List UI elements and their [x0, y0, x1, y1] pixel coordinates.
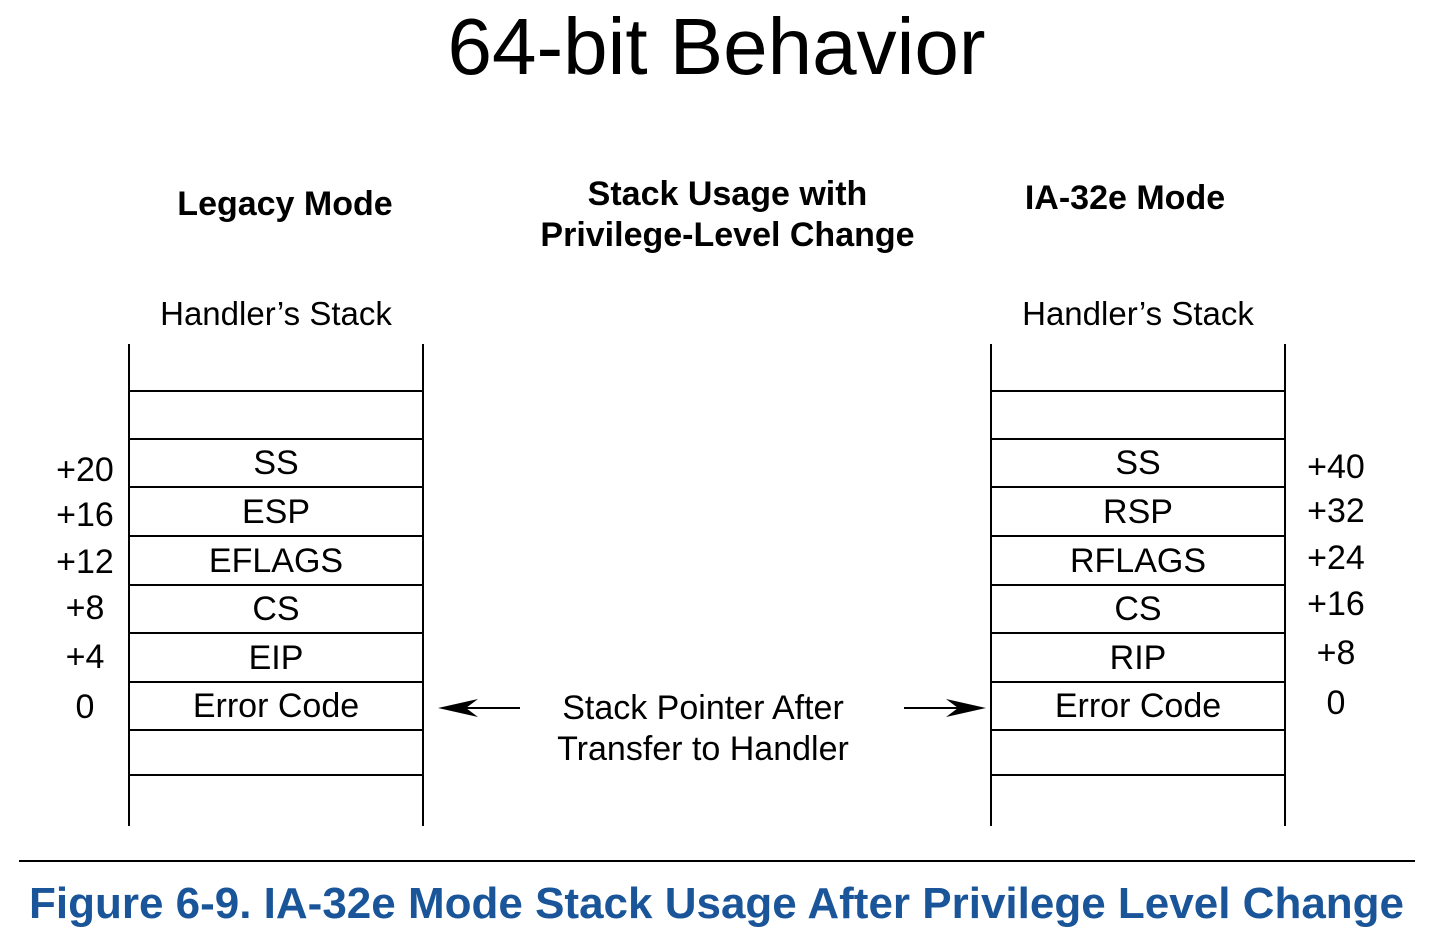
left-stack-cell-ss: SS: [130, 440, 422, 488]
left-handler-stack: SS ESP EFLAGS CS EIP Error Code: [128, 344, 424, 826]
left-stack-cell-eflags: EFLAGS: [130, 538, 422, 586]
right-stack-cell-rip: RIP: [992, 635, 1284, 683]
left-stack-cell-error-code: Error Code: [130, 683, 422, 731]
center-header-line2: Privilege-Level Change: [540, 216, 915, 254]
left-offset: +8: [65, 589, 105, 627]
right-offset: +24: [1307, 539, 1365, 577]
left-offset: 0: [75, 688, 95, 726]
left-offset: +12: [56, 543, 114, 581]
right-stack-cell-error-code: Error Code: [992, 683, 1284, 731]
right-offset: +32: [1307, 492, 1365, 530]
right-offset: +40: [1307, 448, 1365, 486]
stack-pointer-note-line1: Stack Pointer After: [562, 689, 844, 727]
legacy-mode-header: Legacy Mode: [177, 185, 393, 223]
left-stack-label: Handler’s Stack: [160, 295, 392, 332]
right-offset: +16: [1307, 585, 1365, 623]
left-stack-cell-eip: EIP: [130, 635, 422, 683]
right-pointer-arrow: [904, 699, 986, 717]
right-stack-cell-cs: CS: [992, 586, 1284, 634]
stack-pointer-note-line2: Transfer to Handler: [557, 730, 849, 768]
right-stack-cell-empty-top: [992, 344, 1284, 392]
ia32e-mode-header: IA-32e Mode: [1024, 179, 1226, 217]
figure-caption: Figure 6-9. IA-32e Mode Stack Usage Afte…: [28, 879, 1405, 928]
left-offset: +20: [56, 451, 114, 489]
stack-pointer-note: Stack Pointer After Transfer to Handler: [523, 688, 883, 770]
right-stack-cell-ss: SS: [992, 440, 1284, 488]
left-stack-cell-esp: ESP: [130, 489, 422, 537]
right-stack-cell-rflags: RFLAGS: [992, 538, 1284, 586]
center-header-line1: Stack Usage with: [587, 175, 868, 213]
left-stack-cell-empty-2: [130, 392, 422, 440]
right-offset: 0: [1326, 684, 1346, 722]
left-stack-cell-empty-top: [130, 344, 422, 392]
right-stack-label: Handler’s Stack: [1022, 295, 1254, 332]
right-offset: +8: [1316, 634, 1356, 672]
left-offset: +4: [65, 638, 105, 676]
left-pointer-arrow: [438, 699, 520, 717]
right-stack-cell-empty-bottom: [992, 732, 1284, 776]
right-stack-cell-rsp: RSP: [992, 489, 1284, 537]
right-stack-cell-empty-2: [992, 392, 1284, 440]
page-title: 64-bit Behavior: [447, 2, 986, 91]
left-offset: +16: [56, 496, 114, 534]
left-stack-cell-cs: CS: [130, 586, 422, 634]
caption-divider: [19, 860, 1415, 862]
right-handler-stack: SS RSP RFLAGS CS RIP Error Code: [990, 344, 1286, 826]
left-stack-cell-empty-bottom: [130, 732, 422, 776]
center-header: Stack Usage with Privilege-Level Change: [470, 174, 985, 256]
